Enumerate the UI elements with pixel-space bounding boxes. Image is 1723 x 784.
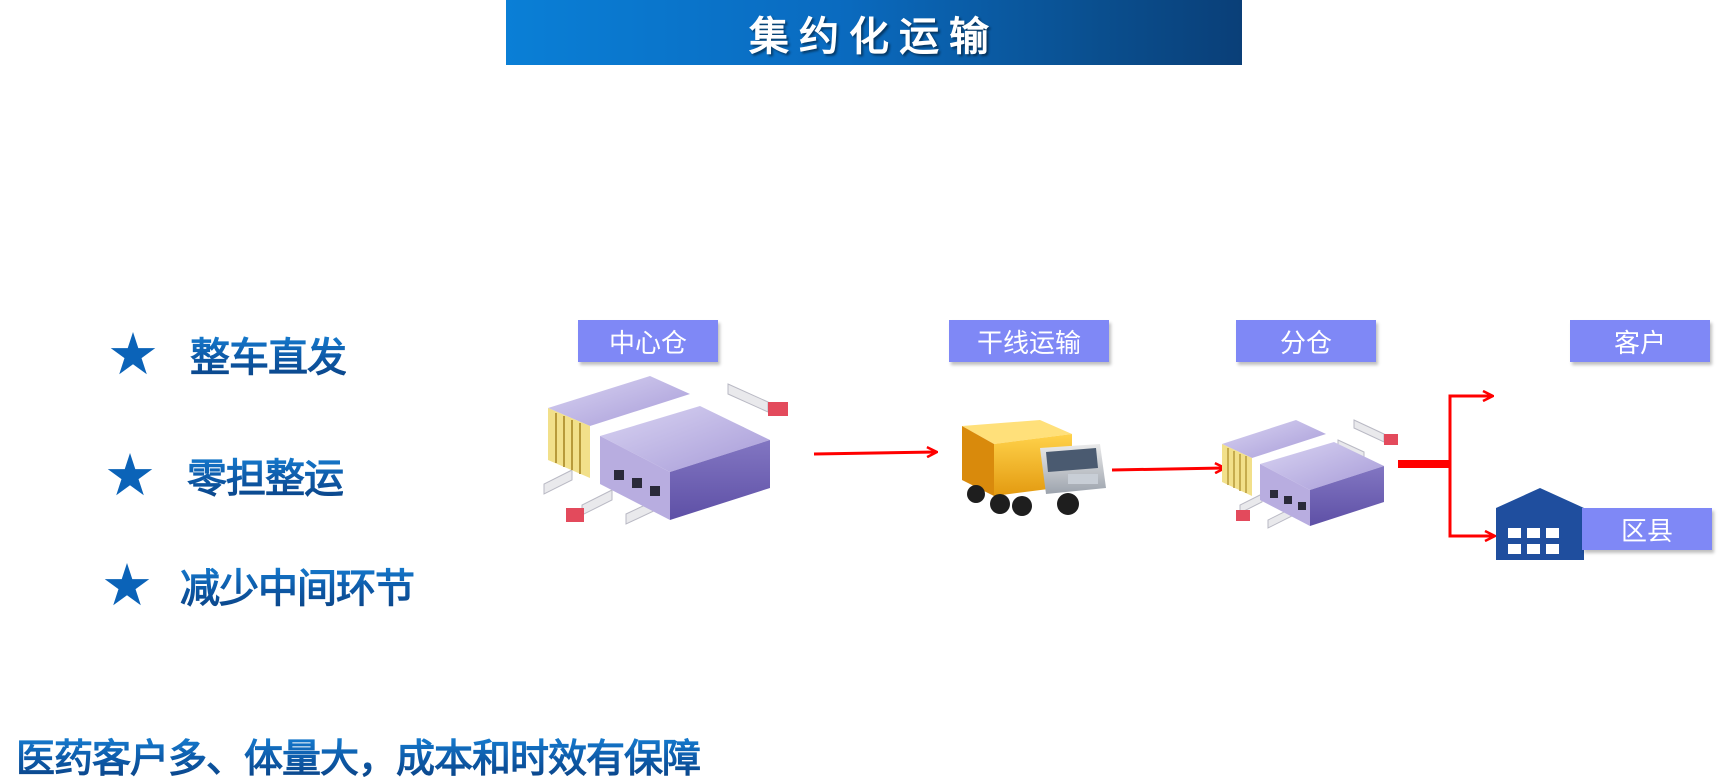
page-title: 集约化运输 <box>749 13 999 60</box>
label-branch-warehouse: 分仓 <box>1236 320 1376 362</box>
label-center-warehouse: 中心仓 <box>578 320 718 362</box>
bullet-text: 减少中间环节 <box>180 556 415 614</box>
flow-arrow <box>1111 468 1224 470</box>
star-icon: ★ <box>104 441 156 509</box>
building-icon <box>1496 488 1584 560</box>
split-arrow <box>1398 396 1494 536</box>
star-icon: ★ <box>107 320 159 388</box>
warehouse-icon <box>1222 419 1398 529</box>
star-icon: ★ <box>101 551 153 619</box>
footer-text: 医药客户多、体量大，成本和时效有保障 <box>16 728 701 784</box>
label-district: 区县 <box>1582 508 1712 550</box>
label-trunk-transport: 干线运输 <box>949 320 1109 362</box>
bullet-item: ★ 零担整运 <box>95 441 344 509</box>
bullet-item: ★ 整车直发 <box>98 320 347 388</box>
title-banner: 集约化运输 <box>506 0 1242 65</box>
bullet-item: ★ 减少中间环节 <box>92 551 415 619</box>
truck-icon <box>962 420 1106 516</box>
label-customer: 客户 <box>1570 320 1710 362</box>
warehouse-icon <box>543 376 788 525</box>
bullet-text: 零担整运 <box>187 446 344 504</box>
flow-arrow <box>813 452 936 454</box>
bullet-text: 整车直发 <box>190 325 347 383</box>
